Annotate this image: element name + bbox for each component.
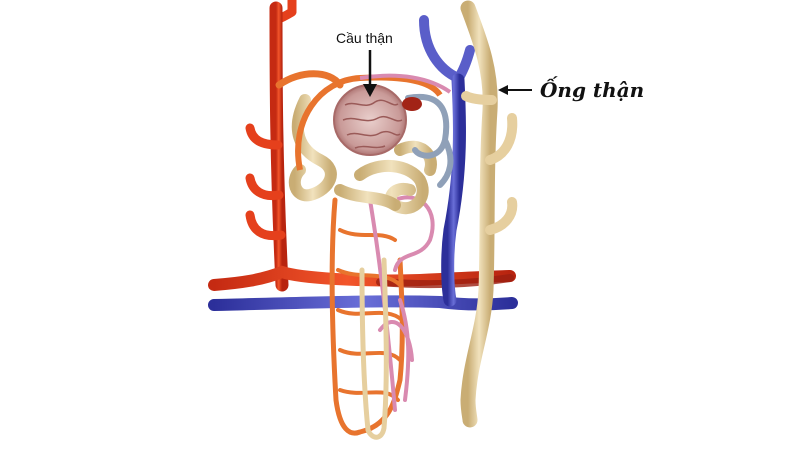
tubule-arrow	[498, 85, 532, 95]
efferent-vessel	[405, 93, 454, 188]
vein-vertical	[419, 15, 475, 307]
capillary-network	[329, 195, 435, 440]
artery-horizontal	[208, 265, 516, 291]
afferent-arteriole	[295, 74, 443, 171]
glomerulus-label: Cầu thận	[336, 30, 393, 46]
collecting-duct	[460, 0, 518, 428]
artery-vertical	[245, 0, 344, 292]
renal-tubule-label: Ống thận	[540, 75, 644, 102]
glomerulus	[333, 84, 422, 156]
glomerulus-arrow	[363, 50, 377, 97]
